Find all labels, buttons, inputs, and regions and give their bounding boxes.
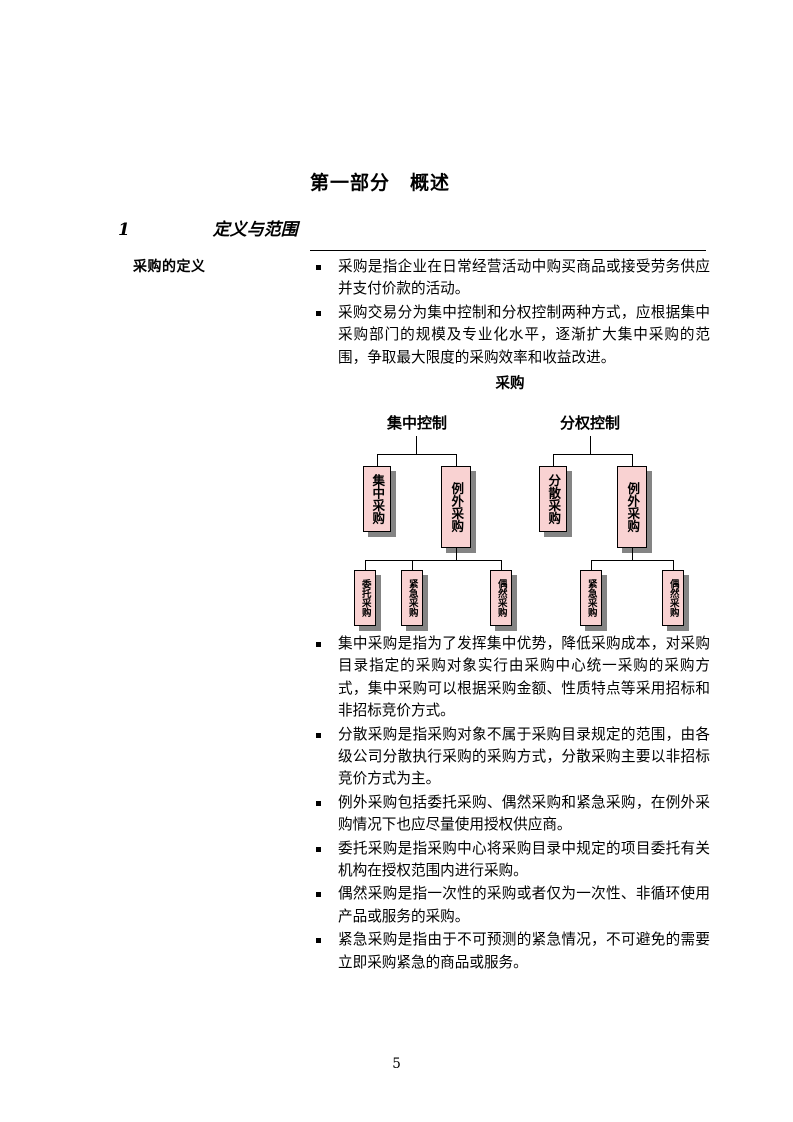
connector-left-drop-b	[456, 454, 458, 466]
connector-left-sub-stem	[456, 548, 458, 560]
node-right-child-occasional: 偶然采购	[662, 570, 684, 626]
bullet-list-top: 采购是指企业在日常经营活动中购买商品或接受劳务供应并支付价款的活动。 采购交易分…	[310, 256, 710, 370]
node-left-centralized: 集中采购	[363, 466, 391, 532]
connector-left-drop-a	[377, 454, 379, 466]
section-title: 定义与范围	[212, 220, 298, 240]
connector-right-sub-bar	[591, 560, 674, 562]
connector-right-bar	[553, 454, 633, 456]
list-item: 集中采购是指为了发挥集中优势，降低采购成本，对采购目录指定的采购对象实行由采购中…	[310, 633, 710, 723]
diagram-title: 采购	[495, 375, 525, 392]
connector-left-stem	[416, 436, 418, 454]
branch-label-left: 集中控制	[386, 414, 447, 432]
page-number: 5	[392, 1056, 401, 1072]
node-right-child-urgent: 紧急采购	[580, 570, 602, 626]
list-item: 采购交易分为集中控制和分权控制两种方式，应根据集中采购部门的规模及专业化水平，逐…	[310, 302, 710, 369]
connector-right-stem	[590, 436, 592, 454]
list-item: 紧急采购是指由于不可预测的紧急情况，不可避免的需要立即采购紧急的商品或服务。	[310, 929, 710, 974]
section-heading: 1 定义与范围	[118, 215, 298, 240]
part-title: 第一部分 概述	[310, 172, 451, 194]
connector-left-bar	[377, 454, 457, 456]
connector-left-sub-drop-1	[365, 560, 367, 570]
connector-left-sub-drop-2	[412, 560, 414, 570]
node-left-child-occasional: 偶然采购	[490, 570, 512, 626]
list-item: 例外采购包括委托采购、偶然采购和紧急采购，在例外采购情况下也应尽量使用授权供应商…	[310, 792, 710, 837]
connector-right-sub-stem	[632, 548, 634, 560]
bullet-list-bottom: 集中采购是指为了发挥集中优势，降低采购成本，对采购目录指定的采购对象实行由采购中…	[310, 633, 710, 975]
connector-left-sub-drop-3	[501, 560, 503, 570]
node-right-exception: 例外采购	[617, 466, 647, 548]
node-left-exception: 例外采购	[441, 466, 471, 548]
list-item: 偶然采购是指一次性的采购或者仅为一次性、非循环使用产品或服务的采购。	[310, 883, 710, 928]
horizontal-rule	[310, 250, 706, 251]
section-number: 1	[118, 220, 130, 240]
list-item: 委托采购是指采购中心将采购目录中规定的项目委托有关机构在授权范围内进行采购。	[310, 838, 710, 883]
node-left-child-entrusted: 委托采购	[354, 570, 376, 626]
connector-right-drop-b	[632, 454, 634, 466]
list-item: 分散采购是指采购对象不属于采购目录规定的范围，由各级公司分散执行采购的采购方式，…	[310, 724, 710, 791]
connector-right-drop-a	[553, 454, 555, 466]
sub-heading: 采购的定义	[133, 259, 206, 275]
procurement-org-diagram: 采购 集中控制 集中采购 例外采购 委托采购 紧急采购 偶然采购 分权控制 分散…	[310, 372, 710, 627]
node-right-decentralized: 分散采购	[539, 466, 567, 532]
section-number-gap	[130, 220, 213, 240]
list-item: 采购是指企业在日常经营活动中购买商品或接受劳务供应并支付价款的活动。	[310, 256, 710, 301]
branch-label-right: 分权控制	[559, 414, 620, 432]
connector-left-sub-bar	[365, 560, 502, 562]
connector-right-sub-drop-2	[673, 560, 675, 570]
connector-right-sub-drop-1	[591, 560, 593, 570]
node-left-child-urgent: 紧急采购	[401, 570, 423, 626]
